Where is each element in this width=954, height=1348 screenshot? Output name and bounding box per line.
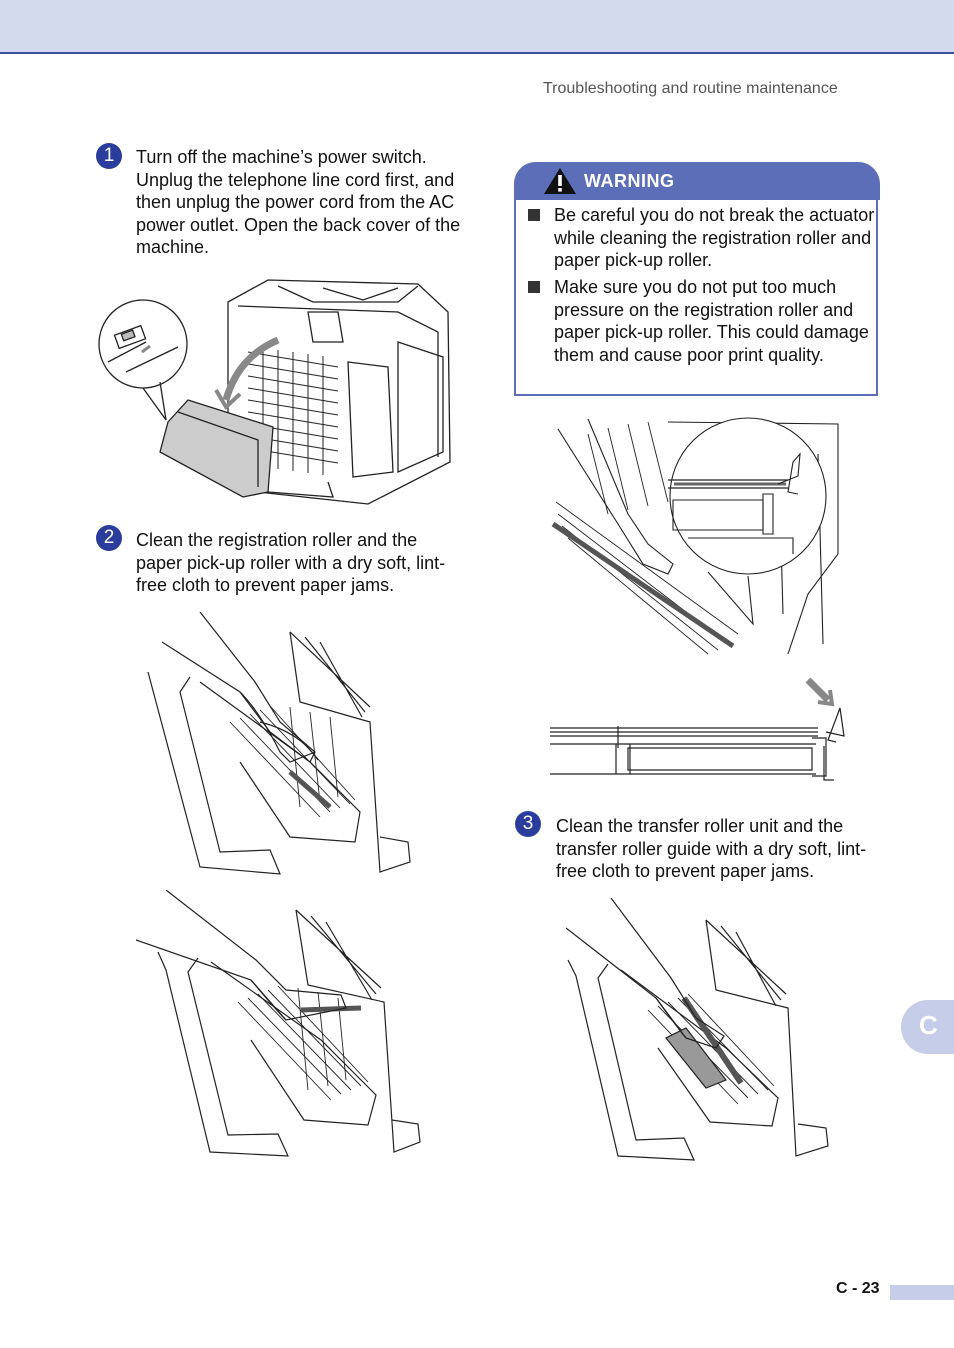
page-number: C - 23 bbox=[836, 1280, 880, 1297]
step-2-text: Clean the registration roller and the pa… bbox=[136, 530, 446, 595]
warning-item-1: Be careful you do not break the actuator… bbox=[554, 205, 875, 270]
warning-item-2: Make sure you do not put too much pressu… bbox=[554, 277, 869, 365]
back-cover-open-illustration bbox=[98, 279, 451, 505]
warning-box: WARNING Be careful you do not break the … bbox=[514, 162, 880, 396]
warning-bullet-2 bbox=[528, 281, 540, 293]
step-3-text: Clean the transfer roller unit and the t… bbox=[556, 816, 867, 881]
chapter-side-tab: C bbox=[901, 1000, 954, 1054]
step-1-text: Turn off the machine’s power switch. Unp… bbox=[136, 147, 461, 257]
step-2-badge: 2 bbox=[96, 525, 122, 551]
warning-bullet-1 bbox=[528, 209, 540, 221]
warning-title: WARNING bbox=[584, 171, 675, 191]
running-header: Troubleshooting and routine maintenance bbox=[543, 80, 838, 97]
roller-actuator-diagram bbox=[550, 677, 845, 781]
clean-registration-roller-illustration bbox=[147, 612, 411, 875]
step-3-badge: 3 bbox=[515, 811, 541, 837]
clean-transfer-roller-illustration bbox=[566, 898, 829, 1161]
top-header-band bbox=[0, 0, 954, 54]
warning-triangle-icon bbox=[544, 168, 576, 194]
step-1-badge: 1 bbox=[96, 143, 122, 169]
warning-header: WARNING bbox=[514, 162, 880, 200]
clean-pickup-roller-illustration bbox=[136, 890, 421, 1157]
page-number-bar bbox=[890, 1285, 954, 1300]
registration-roller-closeup-illustration bbox=[551, 417, 839, 655]
chapter-tab-label: C bbox=[919, 1010, 938, 1040]
